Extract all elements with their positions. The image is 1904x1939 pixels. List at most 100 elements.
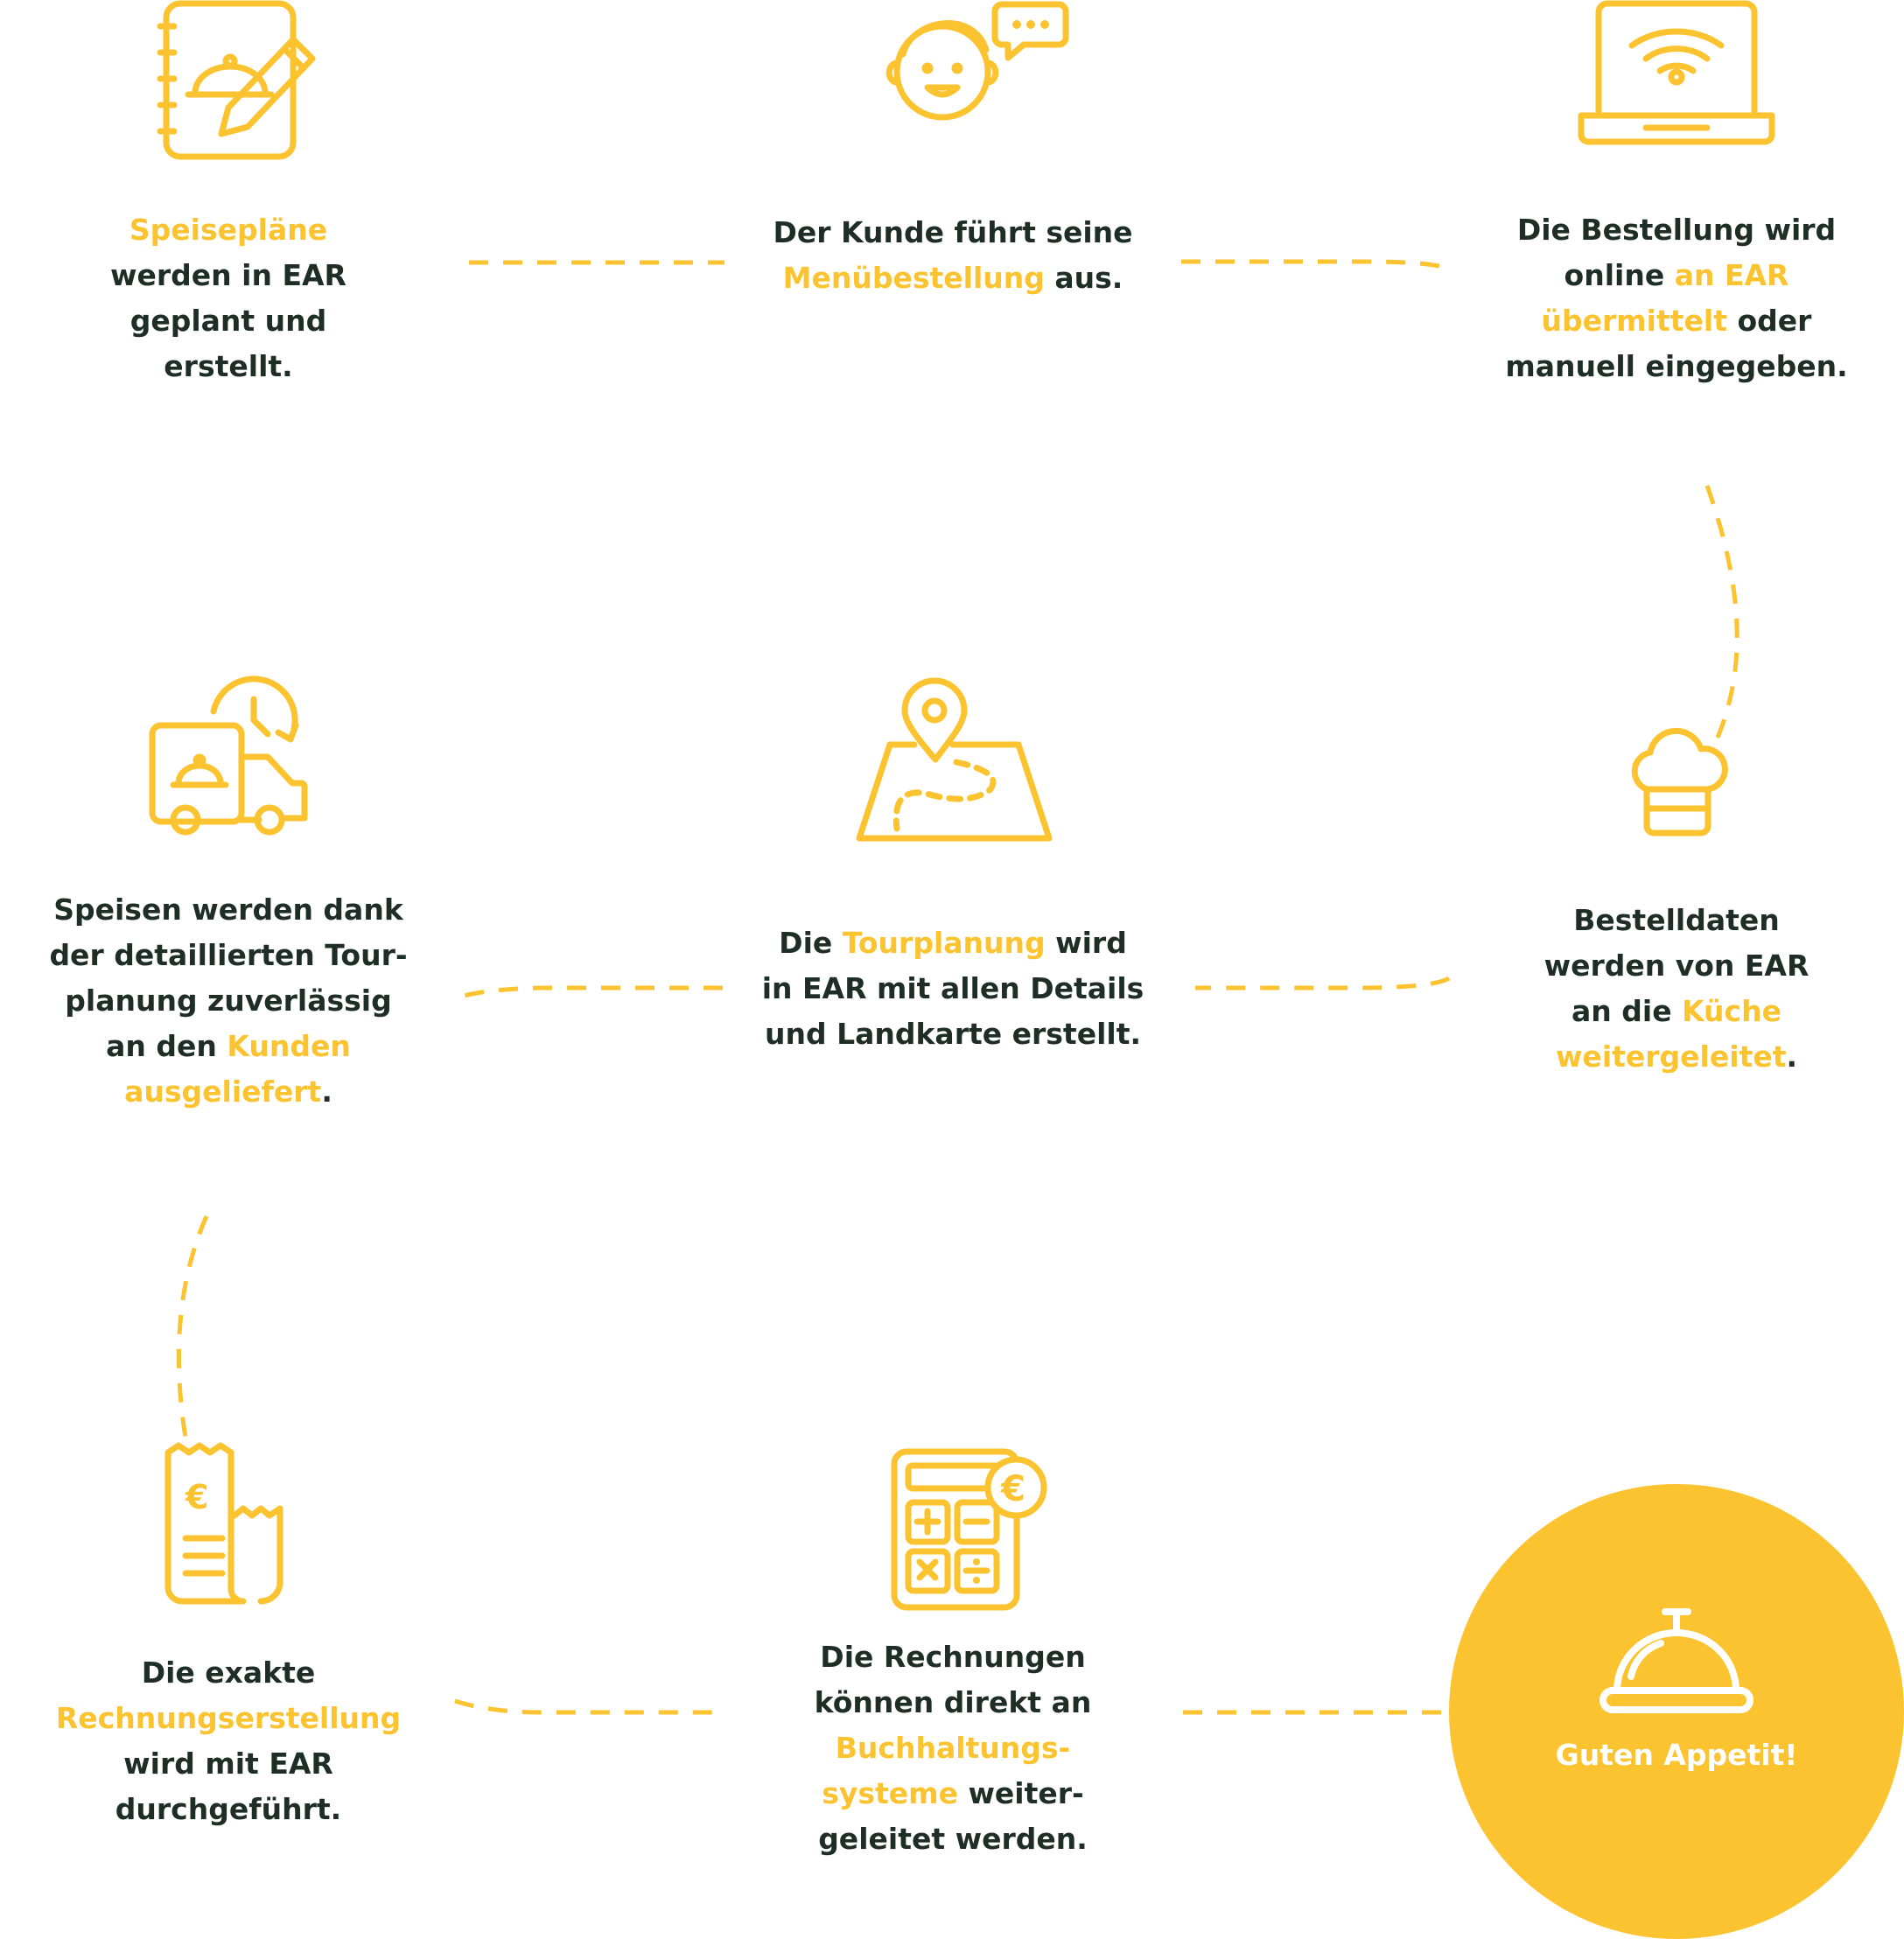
step-8-text: Die Rechnungen können direkt an Buchhaltun… <box>815 1634 1092 1862</box>
body-text: Die <box>779 926 843 960</box>
euro-receipt-icon: € <box>163 1442 294 1608</box>
connector-5-6 <box>459 985 723 999</box>
step-text-line: ausgeliefert. <box>49 1069 407 1115</box>
step-text-line: der detaillierten Tour- <box>49 933 407 978</box>
highlight-text: weitergeleitet <box>1555 1040 1787 1074</box>
body-text: und Landkarte erstellt. <box>764 1017 1142 1051</box>
body-text: Speisen werden dank <box>53 892 403 927</box>
highlight-text: Speisepläne <box>129 213 328 247</box>
highlight-text: Buchhaltungs- <box>835 1731 1071 1765</box>
body-text: Bestelldaten <box>1573 903 1780 937</box>
connector-6-7 <box>176 1214 209 1453</box>
body-text: der detaillierten Tour- <box>49 938 408 972</box>
body-text: manuell eingegeben. <box>1505 349 1848 383</box>
final-label: Guten Appetit! <box>1555 1738 1798 1772</box>
step-text-line: geleitet werden. <box>815 1816 1092 1862</box>
step-text-line: manuell eingegeben. <box>1505 344 1847 389</box>
step-text-line: können direkt an <box>815 1680 1092 1726</box>
step-text-line: in EAR mit allen Details <box>762 966 1144 1012</box>
step-text-line: Speisepläne <box>110 207 346 253</box>
step-text-line: erstellt. <box>110 344 346 389</box>
step-6-text: Speisen werden dank der detaillierten Tou… <box>49 887 407 1115</box>
step-text-line: Bestelldaten <box>1544 898 1810 943</box>
highlight-text: Menübestellung <box>782 261 1045 295</box>
step-text-line: an den Kunden <box>49 1024 407 1069</box>
highlight-text: an EAR <box>1674 258 1789 292</box>
body-text: planung zuverlässig <box>65 984 392 1018</box>
body-text: Die Bestellung wird <box>1516 213 1837 247</box>
step-text-line: Die Rechnungen <box>815 1634 1092 1680</box>
step-text-line: Der Kunde führt seine <box>773 210 1132 256</box>
step-text-line: weitergeleitet. <box>1544 1034 1810 1080</box>
body-text: geleitet werden. <box>818 1822 1088 1856</box>
connector-7-8 <box>454 1698 713 1715</box>
highlight-text: Küche <box>1682 994 1782 1028</box>
final-step-circle: Guten Appetit! <box>1449 1484 1904 1939</box>
step-text-line: systeme weiter- <box>815 1771 1092 1816</box>
highlight-text: ausgeliefert <box>124 1074 322 1109</box>
customer-chat-icon <box>884 0 1072 127</box>
highlight-text: systeme <box>822 1776 958 1810</box>
body-text: werden von EAR <box>1544 948 1810 983</box>
body-text: Die Rechnungen <box>820 1640 1086 1674</box>
chef-hat-icon <box>1620 724 1734 838</box>
step-text-line: werden in EAR <box>110 253 346 298</box>
body-text: durchgeführt. <box>115 1792 342 1826</box>
body-text: werden in EAR <box>110 258 346 292</box>
svg-text:€: € <box>1000 1469 1026 1509</box>
map-pin-route-icon <box>856 677 1053 843</box>
step-text-line: online an EAR <box>1505 253 1847 298</box>
body-text: an die <box>1572 994 1683 1028</box>
step-text-line: planung zuverlässig <box>49 978 407 1024</box>
body-text: an den <box>106 1029 228 1063</box>
step-text-line: geplant und <box>110 298 346 344</box>
body-text: . <box>1786 1040 1798 1074</box>
step-text-line: werden von EAR <box>1544 943 1810 989</box>
body-text: weiter- <box>957 1776 1084 1810</box>
step-text-line: durchgeführt. <box>56 1787 401 1832</box>
step-1-text: Speisepläne werden in EAR geplant und erste… <box>110 207 346 389</box>
step-text-line: an die Küche <box>1544 989 1810 1034</box>
body-text: oder <box>1727 304 1812 338</box>
serving-cloche-icon <box>1598 1606 1755 1716</box>
body-text: aus. <box>1044 261 1124 295</box>
step-text-line: übermittelt oder <box>1505 298 1847 344</box>
step-text-line: Menübestellung aus. <box>773 256 1132 301</box>
body-text: können direkt an <box>814 1685 1092 1719</box>
highlight-text: Kunden <box>227 1029 351 1063</box>
body-text: Die exakte <box>141 1656 316 1690</box>
body-text: wird mit EAR <box>123 1746 333 1781</box>
body-text: . <box>321 1074 332 1109</box>
step-text-line: Speisen werden dank <box>49 887 407 933</box>
highlight-text: Tourplanung <box>842 926 1046 960</box>
svg-text:€: € <box>185 1478 208 1516</box>
body-text: geplant und <box>130 304 327 338</box>
step-text-line: Rechnungserstellung <box>56 1696 401 1741</box>
highlight-text: Rechnungserstellung <box>55 1701 402 1735</box>
body-text: online <box>1564 258 1675 292</box>
laptop-wifi-icon <box>1578 0 1775 162</box>
step-text-line: Buchhaltungs- <box>815 1726 1092 1771</box>
calculator-euro-icon: € <box>889 1448 1051 1611</box>
step-text-line: und Landkarte erstellt. <box>762 1012 1144 1057</box>
body-text: in EAR mit allen Details <box>761 971 1144 1005</box>
body-text: Der Kunde führt seine <box>773 215 1133 249</box>
step-text-line: wird mit EAR <box>56 1741 401 1787</box>
highlight-text: übermittelt <box>1541 304 1728 338</box>
body-text: wird <box>1045 926 1127 960</box>
delivery-truck-clock-icon <box>147 676 309 842</box>
step-text-line: Die Bestellung wird <box>1505 207 1847 253</box>
menu-plan-notebook-icon <box>153 0 328 162</box>
connector-4-5 <box>1195 976 1451 990</box>
step-text-line: Die Tourplanung wird <box>762 920 1144 966</box>
body-text: erstellt. <box>164 349 293 383</box>
step-text-line: Die exakte <box>56 1650 401 1696</box>
connector-3-4 <box>1704 485 1740 746</box>
connector-2-3 <box>1181 259 1451 272</box>
step-5-text: Die Tourplanung wird in EAR mit allen Det… <box>762 920 1144 1057</box>
